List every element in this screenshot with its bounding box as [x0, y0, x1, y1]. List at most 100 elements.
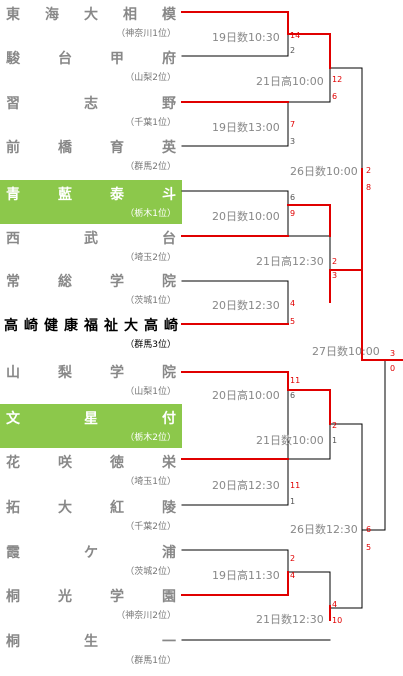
team-name: 花咲徳栄: [6, 452, 176, 472]
score: 0: [390, 364, 396, 373]
score: 14: [290, 31, 301, 40]
bracket-line: [287, 571, 331, 607]
team-name-char: 駿: [6, 51, 20, 67]
team-name-char: 霞: [6, 545, 20, 561]
team-name-char: 拓: [6, 500, 20, 516]
team-name-char: 生: [84, 634, 98, 650]
team-prefecture: （群馬3位）: [125, 340, 176, 350]
match-schedule-label: 20日高10:00: [212, 389, 280, 402]
team-slot: 花咲徳栄 （埼玉1位）: [0, 448, 182, 492]
score: 2: [366, 166, 372, 175]
team-name-char: 院: [162, 365, 176, 381]
team-prefecture: （栃木2位）: [125, 433, 176, 443]
score: 7: [290, 120, 296, 129]
score: 10: [332, 616, 343, 625]
team-prefecture: （山梨2位）: [125, 73, 176, 83]
match-schedule-label: 21日高12:30: [256, 255, 324, 268]
team-name-char: 大: [124, 318, 138, 334]
team-name: 駿台甲府: [6, 48, 176, 68]
team-name-char: 前: [6, 140, 20, 156]
team-name-char: 桐: [6, 589, 20, 605]
score: 3: [290, 137, 296, 146]
score: 3: [332, 271, 338, 280]
team-name-char: 院: [162, 274, 176, 290]
score: 4: [332, 600, 338, 609]
team-name-char: 台: [162, 231, 176, 247]
team-name-char: 大: [84, 7, 98, 23]
team-name-char: 一: [162, 634, 176, 650]
team-name-char: 崎: [164, 318, 178, 334]
team-prefecture: （千葉2位）: [125, 522, 176, 532]
match-schedule-label: 20日高12:30: [212, 479, 280, 492]
team-name-char: 西: [6, 231, 20, 247]
team-name-char: 高: [4, 318, 18, 334]
team-name-char: 康: [64, 318, 78, 334]
team-name-char: 栄: [162, 455, 176, 471]
team-name-char: 志: [84, 96, 98, 112]
team-prefecture: （神奈川2位）: [116, 611, 176, 621]
team-name-char: 習: [6, 96, 20, 112]
match-schedule-label: 20日数12:30: [212, 299, 280, 312]
bracket-line: [287, 235, 331, 303]
team-name-char: 健: [44, 318, 58, 334]
match-schedule-label: 19日数10:30: [212, 31, 280, 44]
team-slot: 高崎健康福祉大高崎（群馬3位）: [0, 311, 182, 355]
team-name-char: 祉: [104, 318, 118, 334]
team-name: 西武台: [6, 228, 176, 248]
bracket-line: [181, 280, 289, 325]
team-name-char: 甲: [110, 51, 124, 67]
team-name-char: 園: [162, 589, 176, 605]
score: 6: [366, 525, 372, 534]
team-slot: 習志野（千葉1位）: [0, 89, 182, 133]
score: 1: [332, 436, 338, 445]
team-name-char: 橋: [58, 140, 72, 156]
team-name-char: 相: [123, 7, 137, 23]
team-name-char: 付: [162, 411, 176, 427]
team-name-char: 紅: [110, 500, 124, 516]
team-name-char: 大: [58, 500, 72, 516]
match-schedule-label: 19日高11:30: [212, 569, 280, 582]
team-name: 桐生一: [6, 631, 176, 651]
bracket-line: [329, 423, 363, 531]
team-name-char: 高: [144, 318, 158, 334]
score: 4: [290, 299, 296, 308]
team-prefecture: （群馬2位）: [125, 162, 176, 172]
team-prefecture: （栃木1位）: [125, 209, 176, 219]
team-name-char: 野: [162, 96, 176, 112]
team-name-char: 桐: [6, 634, 20, 650]
score: 6: [290, 193, 296, 202]
team-prefecture: （茨城1位）: [125, 296, 176, 306]
team-slot: 東海大相模（神奈川1位）: [0, 0, 182, 44]
team-name: 常総学院: [6, 271, 176, 291]
team-name: 拓大紅陵: [6, 497, 176, 517]
team-prefecture: （埼玉1位）: [125, 477, 176, 487]
match-schedule-label: 21日数12:30: [256, 613, 324, 626]
match-schedule-label: 19日数13:00: [212, 121, 280, 134]
score: 6: [332, 92, 338, 101]
score: 11: [290, 481, 301, 490]
match-schedule-label: 26日数12:30: [290, 523, 358, 536]
bracket-line: [329, 529, 363, 609]
team-slot: 青藍泰斗 （栃木1位）: [0, 180, 182, 224]
team-name: 文星付: [6, 408, 176, 428]
match-schedule-label: 21日高10:00: [256, 75, 324, 88]
team-name-char: 星: [84, 411, 98, 427]
team-name-char: 武: [84, 231, 98, 247]
match-schedule-label: 21日数10:00: [256, 434, 324, 447]
team-name: 習志野: [6, 93, 176, 113]
team-name: 青藍泰斗: [6, 184, 176, 204]
team-name-char: 崎: [24, 318, 38, 334]
team-name-char: 学: [110, 589, 124, 605]
team-slot: 駿台甲府 （山梨2位）: [0, 44, 182, 88]
bracket-line: [181, 458, 289, 506]
team-prefecture: （埼玉2位）: [125, 253, 176, 263]
team-name-char: 海: [45, 7, 59, 23]
team-name-char: 常: [6, 274, 20, 290]
score: 12: [332, 75, 343, 84]
bracket-line: [287, 33, 331, 103]
team-prefecture: （茨城2位）: [125, 567, 176, 577]
team-name: 霞ケ浦: [6, 542, 176, 562]
team-name-char: 模: [162, 7, 176, 23]
score: 8: [366, 183, 372, 192]
